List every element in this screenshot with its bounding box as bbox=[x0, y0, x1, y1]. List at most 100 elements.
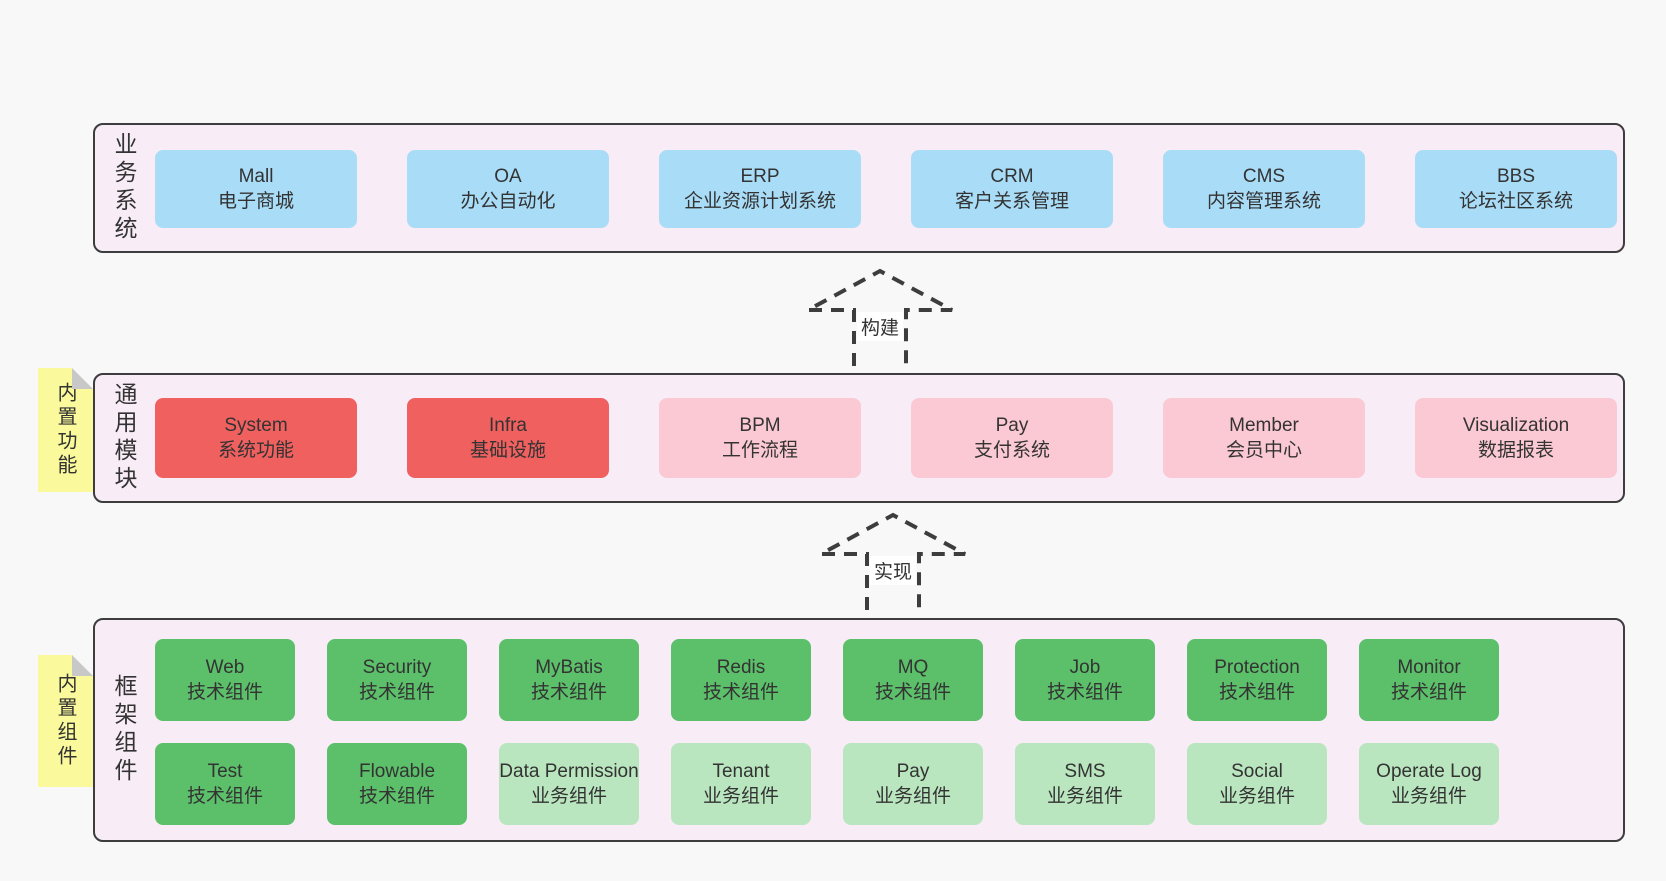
box-name-zh: 业务组件 bbox=[702, 786, 779, 807]
box-name-zh: 技术组件 bbox=[530, 682, 607, 703]
box-system: System 系统功能 bbox=[155, 398, 357, 478]
box-web: Web 技术组件 bbox=[155, 639, 295, 721]
arrow-build-label: 构建 bbox=[856, 312, 904, 341]
box-name-zh: 论坛社区系统 bbox=[1458, 191, 1573, 212]
box-test: Test 技术组件 bbox=[155, 743, 295, 825]
box-member: Member 会员中心 bbox=[1163, 398, 1365, 478]
box-name-zh: 客户关系管理 bbox=[954, 191, 1069, 212]
box-name-en: MQ bbox=[897, 657, 929, 678]
box-name-en: Operate Log bbox=[1376, 761, 1482, 782]
box-name-en: Protection bbox=[1214, 657, 1300, 678]
box-name-en: CRM bbox=[990, 166, 1034, 187]
box-row: System 系统功能 Infra 基础设施 BPM 工作流程 Pay 支付系统 Mem… bbox=[155, 398, 1617, 478]
box-tenant: Tenant 业务组件 bbox=[671, 743, 811, 825]
box-name-zh: 技术组件 bbox=[358, 786, 435, 807]
layer-common-modules: 通用模块 System 系统功能 Infra 基础设施 BPM 工作流程 Pay 支付系… bbox=[93, 373, 1625, 503]
sticky-note-built-in-features: 内置功能 bbox=[38, 368, 93, 492]
box-name-zh: 电子商城 bbox=[217, 191, 294, 212]
box-name-en: Mall bbox=[238, 166, 274, 187]
box-job: Job 技术组件 bbox=[1015, 639, 1155, 721]
dashed-up-arrow-icon bbox=[807, 268, 953, 366]
arrow-up-implement-icon: 实现 bbox=[818, 512, 968, 610]
box-name-en: Monitor bbox=[1397, 657, 1461, 678]
box-name-en: BPM bbox=[739, 415, 781, 436]
box-name-en: Pay bbox=[995, 415, 1029, 436]
box-name-zh: 业务组件 bbox=[1218, 786, 1295, 807]
box-name-zh: 办公自动化 bbox=[460, 191, 556, 212]
box-bpm: BPM 工作流程 bbox=[659, 398, 861, 478]
box-erp: ERP 企业资源计划系统 bbox=[659, 150, 861, 228]
box-name-zh: 技术组件 bbox=[702, 682, 779, 703]
box-name-zh: 业务组件 bbox=[1390, 786, 1467, 807]
box-name-en: Visualization bbox=[1462, 415, 1570, 436]
box-row: Mall 电子商城 OA 办公自动化 ERP 企业资源计划系统 CRM 客户关系管理 C… bbox=[155, 150, 1617, 228]
layer-title: 业务系统 bbox=[111, 132, 137, 244]
box-name-en: OA bbox=[494, 166, 522, 187]
box-name-en: BBS bbox=[1496, 166, 1536, 187]
box-name-zh: 内容管理系统 bbox=[1206, 191, 1321, 212]
box-name-en: Job bbox=[1069, 657, 1101, 678]
box-pay-biz: Pay 业务组件 bbox=[843, 743, 983, 825]
box-name-en: Pay bbox=[896, 761, 930, 782]
box-pay: Pay 支付系统 bbox=[911, 398, 1113, 478]
box-name-zh: 技术组件 bbox=[186, 682, 263, 703]
box-name-zh: 企业资源计划系统 bbox=[683, 191, 836, 212]
sticky-note-built-in-components: 内置组件 bbox=[38, 655, 93, 787]
box-name-zh: 技术组件 bbox=[1218, 682, 1295, 703]
box-name-en: Flowable bbox=[358, 761, 436, 782]
box-name-en: Infra bbox=[488, 415, 528, 436]
box-name-zh: 技术组件 bbox=[186, 786, 263, 807]
arrow-implement-label: 实现 bbox=[869, 556, 917, 585]
box-name-en: ERP bbox=[740, 166, 780, 187]
box-name-en: Web bbox=[205, 657, 245, 678]
box-name-zh: 会员中心 bbox=[1225, 440, 1302, 461]
box-name-zh: 工作流程 bbox=[721, 440, 798, 461]
layer-title: 框架组件 bbox=[111, 674, 137, 786]
box-name-zh: 业务组件 bbox=[874, 786, 951, 807]
box-name-en: Member bbox=[1229, 415, 1299, 436]
layer-title: 通用模块 bbox=[111, 382, 137, 494]
box-name-en: Redis bbox=[716, 657, 766, 678]
box-name-en: MyBatis bbox=[535, 657, 603, 678]
dashed-up-arrow-icon bbox=[820, 512, 966, 610]
box-redis: Redis 技术组件 bbox=[671, 639, 811, 721]
box-operate-log: Operate Log 业务组件 bbox=[1359, 743, 1499, 825]
box-name-zh: 技术组件 bbox=[1046, 682, 1123, 703]
box-name-zh: 系统功能 bbox=[217, 440, 294, 461]
box-social: Social 业务组件 bbox=[1187, 743, 1327, 825]
box-oa: OA 办公自动化 bbox=[407, 150, 609, 228]
box-name-en: Tenant bbox=[712, 761, 770, 782]
box-name-zh: 技术组件 bbox=[874, 682, 951, 703]
box-name-zh: 数据报表 bbox=[1477, 440, 1554, 461]
box-name-zh: 技术组件 bbox=[1390, 682, 1467, 703]
box-name-en: Data Permission bbox=[499, 761, 639, 782]
box-name-en: System bbox=[224, 415, 288, 436]
box-name-zh: 技术组件 bbox=[358, 682, 435, 703]
box-name-en: Test bbox=[207, 761, 243, 782]
sticky-note-label: 内置组件 bbox=[38, 655, 93, 787]
box-mybatis: MyBatis 技术组件 bbox=[499, 639, 639, 721]
box-mq: MQ 技术组件 bbox=[843, 639, 983, 721]
box-monitor: Monitor 技术组件 bbox=[1359, 639, 1499, 721]
folded-corner-icon bbox=[72, 655, 93, 676]
box-cms: CMS 内容管理系统 bbox=[1163, 150, 1365, 228]
box-infra: Infra 基础设施 bbox=[407, 398, 609, 478]
box-name-en: Social bbox=[1231, 761, 1283, 782]
box-name-zh: 支付系统 bbox=[973, 440, 1050, 461]
box-name-en: CMS bbox=[1242, 166, 1286, 187]
arrow-up-build-icon: 构建 bbox=[805, 268, 955, 366]
box-flowable: Flowable 技术组件 bbox=[327, 743, 467, 825]
box-protection: Protection 技术组件 bbox=[1187, 639, 1327, 721]
box-row: Test 技术组件 Flowable 技术组件 Data Permission 业务组… bbox=[155, 743, 1499, 825]
box-mall: Mall 电子商城 bbox=[155, 150, 357, 228]
box-name-en: SMS bbox=[1064, 761, 1106, 782]
layer-business-systems: 业务系统 Mall 电子商城 OA 办公自动化 ERP 企业资源计划系统 CRM 客户关… bbox=[93, 123, 1625, 253]
box-bbs: BBS 论坛社区系统 bbox=[1415, 150, 1617, 228]
box-name-zh: 基础设施 bbox=[469, 440, 546, 461]
